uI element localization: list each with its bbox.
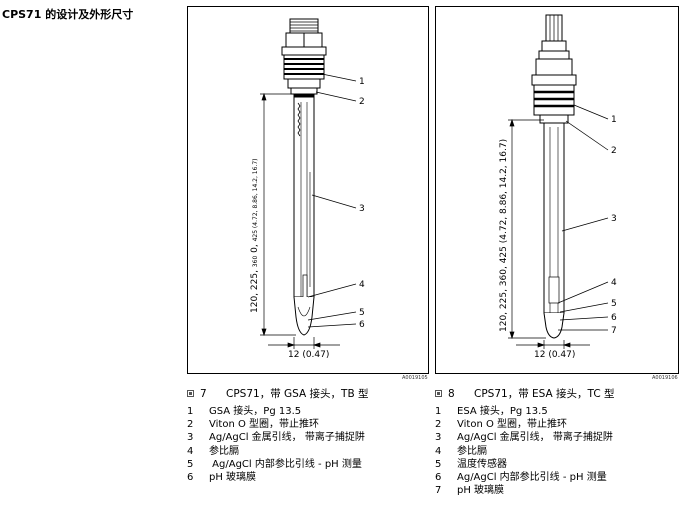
figure-8-title: CPS71，带 ESA 接头，TC 型: [474, 388, 615, 400]
callout-2: 2: [611, 146, 617, 156]
callout-4: 4: [359, 280, 365, 290]
gsa-connector: [281, 18, 327, 98]
sensor-shaft: [293, 96, 315, 336]
figure-8-number: 8: [448, 388, 455, 400]
sensor-shaft: [543, 122, 565, 339]
callout-3: 3: [611, 214, 617, 224]
width-dimension: [268, 337, 340, 349]
figure-8-id: A0019106: [652, 375, 678, 381]
sensor-esa-drawing: 120, 225, 360, 425 (4.72, 8.86, 14.2, 16…: [499, 14, 617, 360]
figure-7-id: A0019105: [402, 375, 428, 381]
callout-numbers: 1 2 3 4 5 6: [359, 77, 365, 330]
height-dimension-label: 120, 225, 360, 425 (4.72, 8.86, 14.2, 16…: [499, 139, 509, 332]
figure-icon: [435, 390, 442, 397]
callout-1: 1: [359, 77, 365, 87]
width-dimension: [516, 340, 590, 349]
callout-3: 3: [359, 204, 365, 214]
figure-7-title: CPS71，带 GSA 接头，TB 型: [226, 388, 369, 400]
callout-4: 4: [611, 278, 617, 288]
figure-7-caption: 7 CPS71，带 GSA 接头，TB 型: [187, 386, 369, 401]
figure-7-number: 7: [200, 388, 207, 400]
height-dimension: [260, 92, 296, 337]
callout-leaders: [557, 104, 609, 331]
width-dimension-label: 12 (0.47): [288, 350, 329, 360]
callout-1: 1: [611, 115, 617, 125]
callout-2: 2: [359, 97, 365, 107]
sensor-gsa-drawing: 120, 225, 360 0, 425 (4.72, 8.86, 14.2, …: [250, 18, 365, 360]
width-dimension-label: 12 (0.47): [534, 350, 575, 360]
callout-5: 5: [611, 299, 617, 309]
legend-item: 5 Ag/AgCl 内部参比引线 - pH 测量: [187, 458, 362, 470]
callout-6: 6: [359, 320, 365, 330]
figure-8-drawing: 120, 225, 360, 425 (4.72, 8.86, 14.2, 16…: [435, 6, 679, 374]
callout-6: 6: [611, 313, 617, 323]
callout-5: 5: [359, 308, 365, 318]
figure-7-drawing: 120, 225, 360 0, 425 (4.72, 8.86, 14.2, …: [187, 6, 429, 374]
esa-connector: [531, 14, 577, 124]
figure-8-caption: 8 CPS71，带 ESA 接头，TC 型: [435, 386, 615, 401]
section-heading: CPS71 的设计及外形尺寸: [2, 8, 134, 21]
height-dimension: [508, 118, 546, 340]
figure-icon: [187, 390, 194, 397]
callout-leaders: [307, 73, 357, 328]
callout-7: 7: [611, 326, 617, 336]
height-dimension-label: 120, 225, 360 0, 425 (4.72, 8.86, 14.2, …: [250, 159, 260, 314]
callout-numbers: 1 2 3 4 5 6 7: [611, 115, 617, 336]
